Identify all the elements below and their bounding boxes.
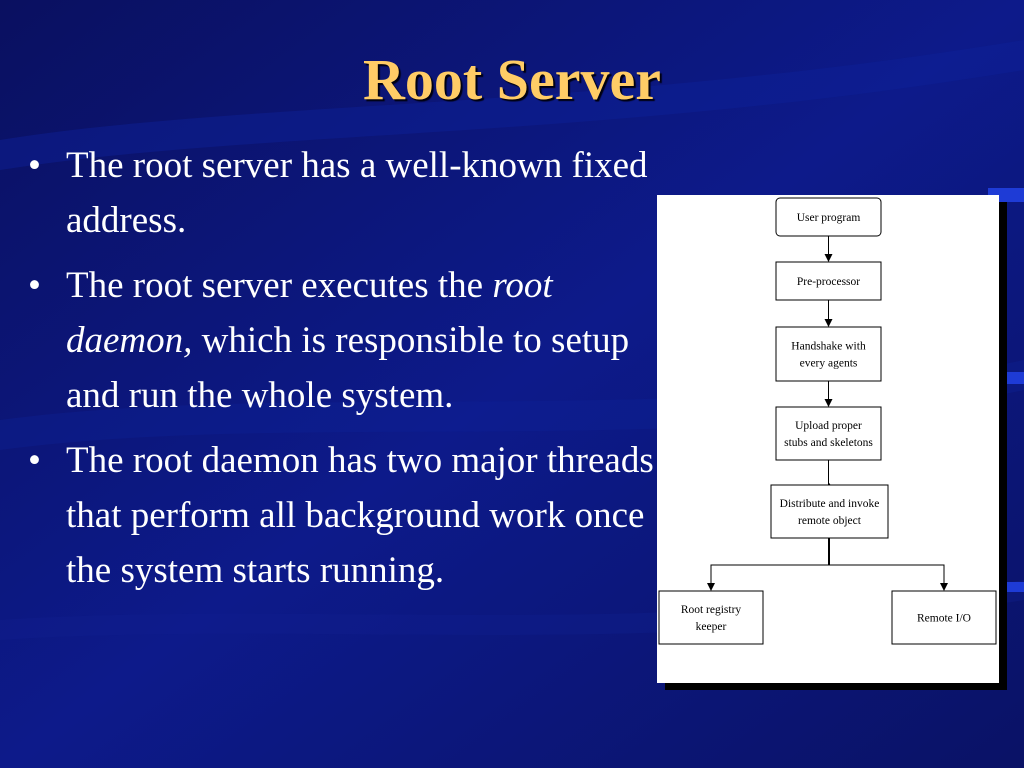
flow-node-box	[891, 590, 997, 645]
flow-node-user: User program	[775, 197, 882, 237]
flow-node-label: Remote I/O	[917, 613, 971, 625]
bullet-marker: •	[28, 265, 41, 306]
flow-node-pre: Pre-processor	[775, 261, 882, 301]
flow-node-label: every agents	[800, 358, 858, 370]
flow-node-hand: Handshake with every agents	[775, 326, 882, 382]
flow-node-box	[658, 590, 764, 645]
emphasis-text: root daemon,	[66, 265, 553, 361]
bullet-marker: •	[28, 145, 41, 186]
slide-title: Root Server	[363, 47, 661, 112]
flow-node-label: remote object	[798, 515, 862, 527]
flow-node-label: keeper	[696, 621, 727, 633]
flow-node-label: Pre-processor	[797, 276, 860, 288]
bullet-text: which is responsible to setup and run th…	[66, 320, 630, 416]
flow-node-rio: Remote I/O	[891, 590, 997, 645]
flow-node-label: Root registry	[681, 604, 742, 616]
bullet-item: • The root server executes the root daemo…	[20, 258, 660, 423]
bullet-list: • The root server has a well-known fixed …	[20, 138, 660, 608]
flow-node-box	[775, 406, 882, 461]
flow-node-label: Upload proper	[795, 420, 862, 432]
flow-node-reg: Root registry keeper	[658, 590, 764, 645]
flow-node-label: User program	[797, 212, 861, 224]
flow-node-box	[775, 326, 882, 382]
bullet-marker: •	[28, 440, 41, 481]
bullet-text: The root daemon has two major threads th…	[66, 440, 654, 591]
flow-node-box	[775, 197, 882, 237]
flow-node-label: Handshake with	[791, 341, 866, 353]
flow-node-label: stubs and skeletons	[784, 437, 873, 449]
flow-arrow-dist-rio	[829, 538, 948, 591]
flow-node-box	[775, 261, 882, 301]
flow-arrow-dist-reg	[707, 538, 830, 591]
flow-node-label: Distribute and invoke	[780, 498, 880, 510]
bullet-text: The root server has a well-known fixed a…	[66, 145, 648, 241]
flow-node-dist: Distribute and invoke remote object	[770, 484, 889, 539]
bullet-text: The root server executes the	[66, 265, 493, 306]
flow-node-upload: Upload proper stubs and skeletons	[775, 406, 882, 461]
bullet-item: • The root server has a well-known fixed …	[20, 138, 660, 248]
flow-node-box	[770, 484, 889, 539]
bullet-item: • The root daemon has two major threads t…	[20, 433, 660, 598]
